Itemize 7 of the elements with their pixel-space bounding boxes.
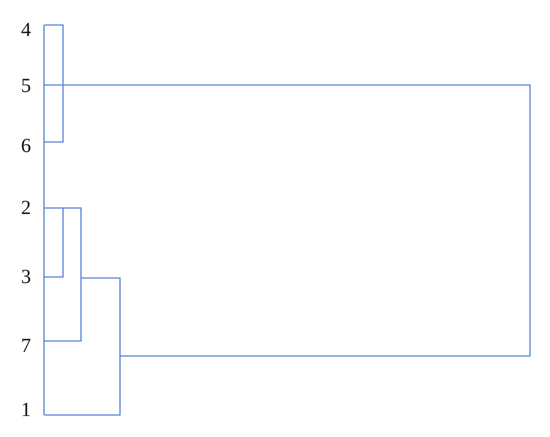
leaf-label: 7 bbox=[21, 336, 31, 356]
leaf-label: 3 bbox=[21, 267, 31, 287]
leaf-label: 4 bbox=[21, 20, 31, 40]
leaf-label: 2 bbox=[21, 198, 31, 218]
leaf-label: 1 bbox=[21, 400, 31, 420]
leaf-label: 6 bbox=[21, 136, 31, 156]
leaf-label: 5 bbox=[21, 76, 31, 96]
